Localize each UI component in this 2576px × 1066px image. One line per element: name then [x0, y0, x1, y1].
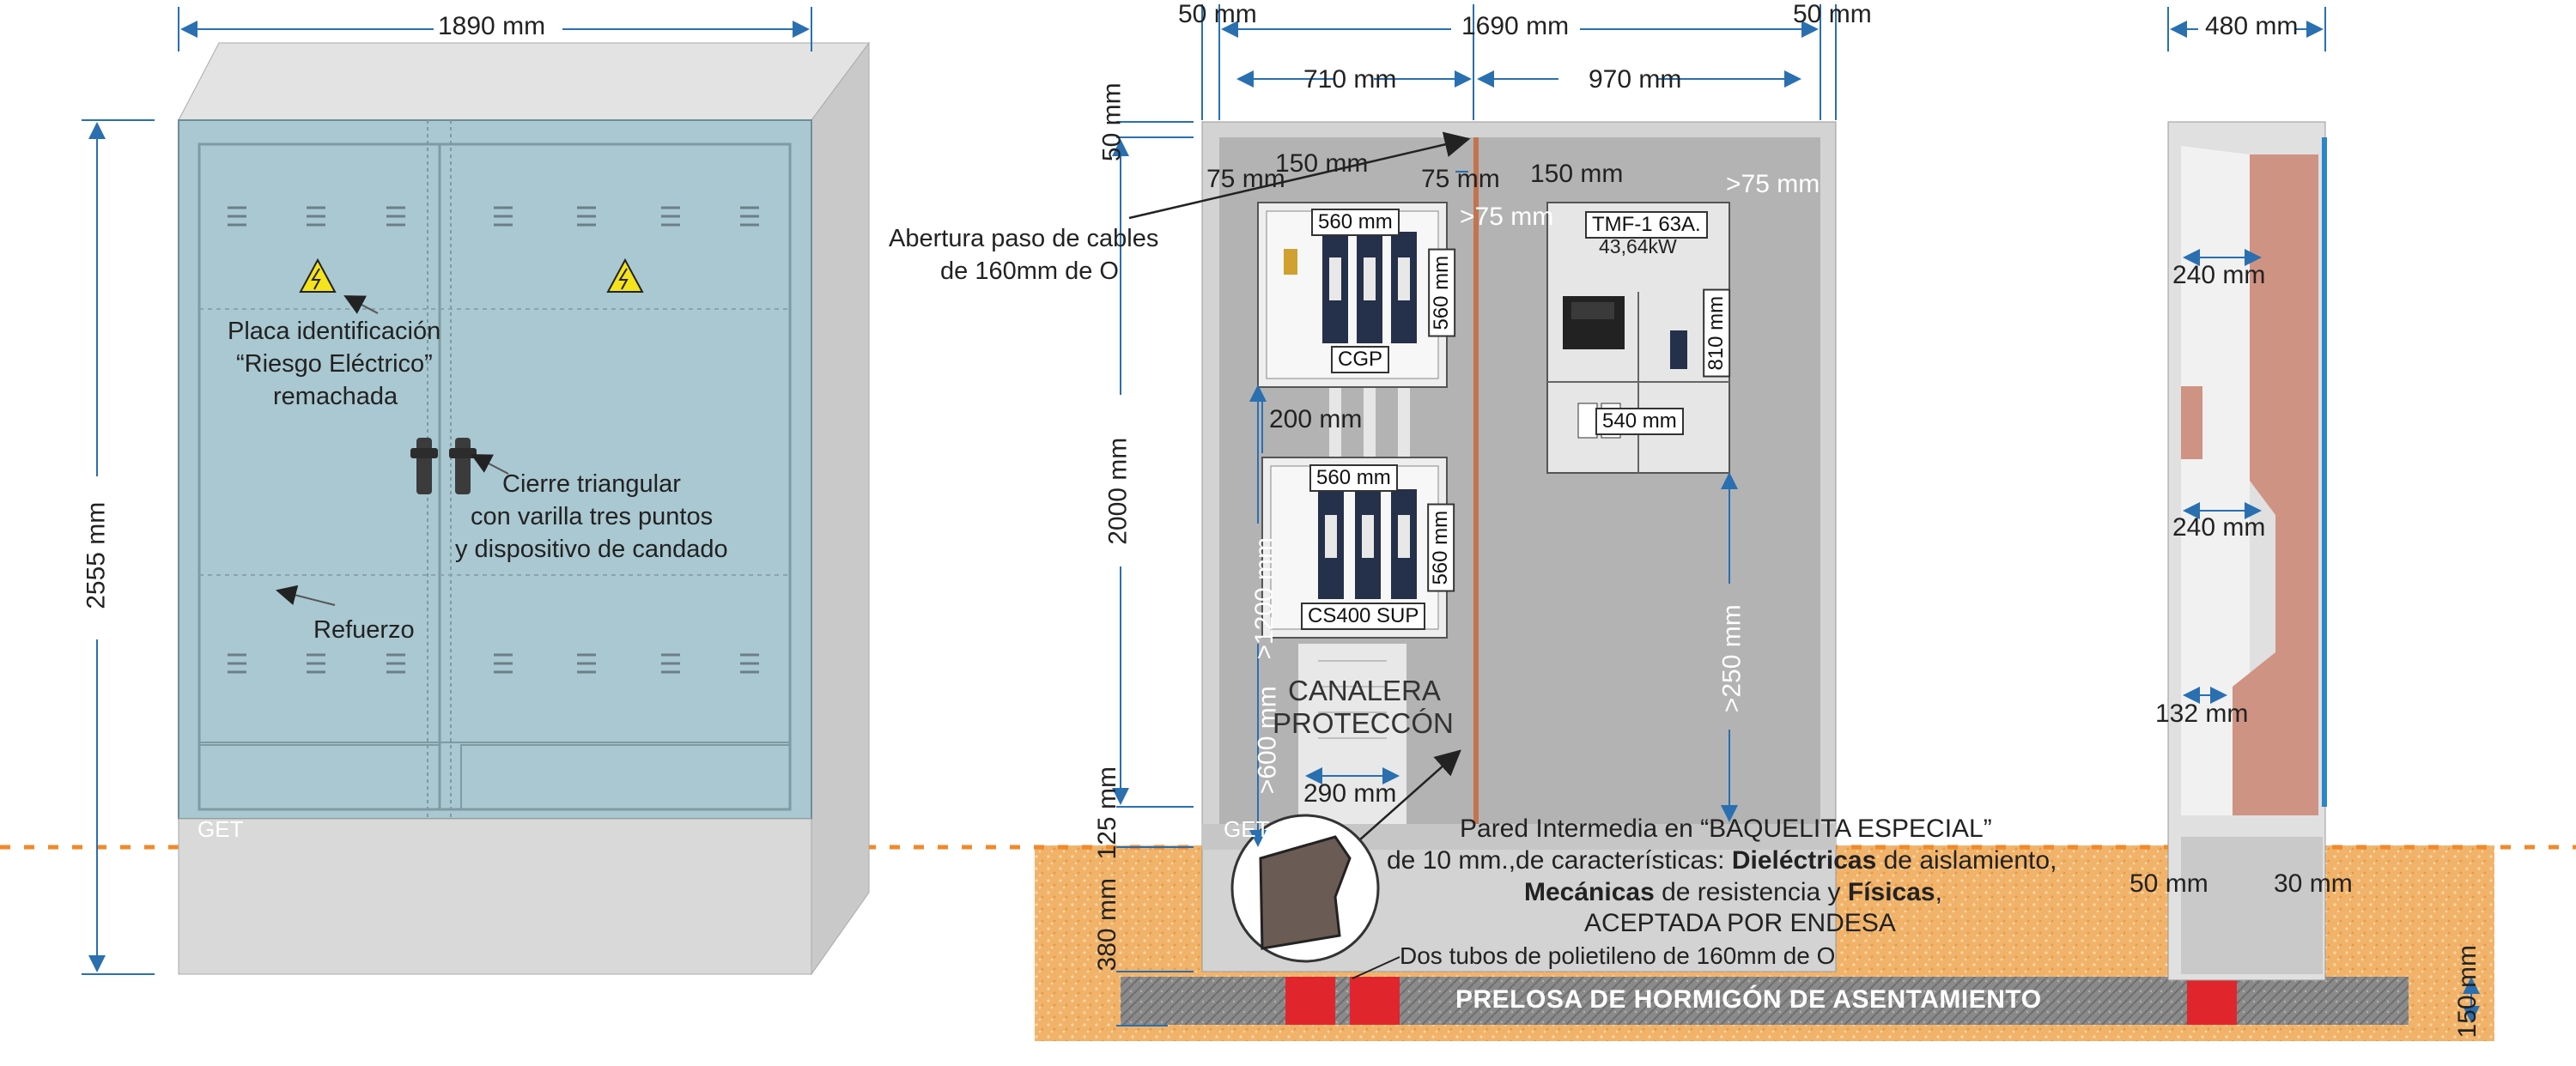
right-margin-dim: 50 mm — [1793, 0, 1872, 28]
canal-width-dim: 290 mm — [1303, 779, 1397, 808]
gap-150-b-dim: 150 mm — [1530, 160, 1624, 188]
tubes-label: Dos tubos de polietileno de 160mm de O — [1400, 942, 1836, 969]
plate-label-line2: “Riesgo Eléctrico” — [236, 350, 433, 378]
lock-label-line2: con varilla tres puntos — [471, 503, 714, 530]
side-30-dim: 30 mm — [2274, 869, 2353, 898]
warning-electric-icon — [606, 257, 644, 293]
front-height-dim: 2555 mm — [82, 501, 111, 609]
depth-380-dim: 380 mm — [1092, 878, 1121, 972]
plate-label-line1: Placa identificación — [228, 318, 441, 345]
cs-height-box: 560 mm — [1427, 503, 1455, 592]
cgp-label-box: CGP — [1331, 346, 1390, 374]
gap-75-mid-dim: 75 mm — [1421, 165, 1500, 193]
vent-slots — [228, 206, 759, 674]
magnifier-detail — [1230, 814, 1380, 963]
warning-electric-icon — [299, 257, 337, 293]
side-view — [2167, 7, 2480, 1023]
meter-width-box: 540 mm — [1595, 408, 1684, 436]
door-handle-icon[interactable] — [410, 438, 477, 494]
side-240-b-dim: 240 mm — [2172, 513, 2266, 542]
reinforcement-label: Refuerzo — [313, 616, 415, 644]
meter-box — [1546, 202, 1730, 474]
gap-200-dim: 200 mm — [1269, 405, 1363, 433]
gap-gt75-b-dim: >75 mm — [1726, 170, 1820, 198]
cgp-height-box: 560 mm — [1428, 248, 1456, 337]
right-section-dim: 970 mm — [1589, 65, 1682, 94]
tube-right — [1350, 977, 1400, 1025]
slab-150-dim: 150 mm — [2452, 945, 2482, 1039]
plate-label-line3: remachada — [273, 383, 398, 410]
side-depth-dim: 480 mm — [2205, 12, 2299, 40]
tube-side — [2187, 977, 2237, 1025]
height-2000-dim: 2000 mm — [1103, 437, 1133, 545]
canalera-line2: PROTECCÓN — [1273, 707, 1454, 739]
front-view — [82, 7, 870, 976]
gt-600-dim: >600 mm — [1253, 686, 1282, 795]
prelosa-label: PRELOSA DE HORMIGÓN DE ASENTAMIENTO — [1455, 985, 2042, 1014]
tmf-label-line2: 43,64kW — [1599, 235, 1677, 257]
meter-height-box: 810 mm — [1703, 288, 1731, 378]
side-132-dim: 132 mm — [2155, 700, 2249, 728]
front-width-dim: 1890 mm — [438, 12, 546, 40]
pared-line3: Mecánicas de resistencia y Físicas, — [1524, 878, 1942, 906]
gt-1200-dim: >1200 mm — [1250, 536, 1279, 660]
left-section-dim: 710 mm — [1303, 65, 1397, 94]
cable-opening-line2: de 160mm de O — [940, 257, 1119, 285]
inner-width-dim: 1690 mm — [1461, 12, 1570, 40]
cable-channel — [1298, 644, 1406, 824]
gap-75-left-dim: 75 mm — [1206, 165, 1285, 193]
pared-line4: ACEPTADA POR ENDESA — [1584, 909, 1896, 937]
cgp-width-box: 560 mm — [1311, 209, 1400, 237]
side-240-a-dim: 240 mm — [2172, 261, 2266, 289]
get-inner-label: GET — [1224, 816, 1270, 842]
side-door-edge — [2322, 137, 2327, 807]
pared-line1: Pared Intermedia en “BAQUELITA ESPECIAL” — [1460, 815, 1992, 843]
tube-left — [1285, 977, 1335, 1025]
gap-125-dim: 125 mm — [1092, 766, 1121, 860]
cable-opening-line1: Abertura paso de cables — [889, 225, 1159, 252]
gap-gt75-a-dim: >75 mm — [1460, 203, 1554, 231]
canalera-line1: CANALERA — [1288, 675, 1441, 706]
pared-line2: de 10 mm.,de características: Dieléctric… — [1387, 846, 2057, 875]
get-front-label: GET — [197, 816, 244, 842]
lock-label-line3: y dispositivo de candado — [455, 536, 728, 563]
cs400-label-box: CS400 SUP — [1301, 603, 1426, 631]
tmf-label-line1: TMF-1 63A. — [1585, 211, 1708, 239]
lock-label-line1: Cierre triangular — [502, 470, 681, 498]
gap-150-a-dim: 150 mm — [1275, 149, 1369, 178]
intermediate-wall — [1473, 137, 1479, 824]
left-margin-dim: 50 mm — [1178, 0, 1257, 28]
gt-250-dim: >250 mm — [1717, 604, 1747, 713]
top-gap-dim: 50 mm — [1097, 82, 1127, 162]
side-50-dim: 50 mm — [2129, 869, 2208, 898]
cs-width-box: 560 mm — [1309, 464, 1398, 493]
